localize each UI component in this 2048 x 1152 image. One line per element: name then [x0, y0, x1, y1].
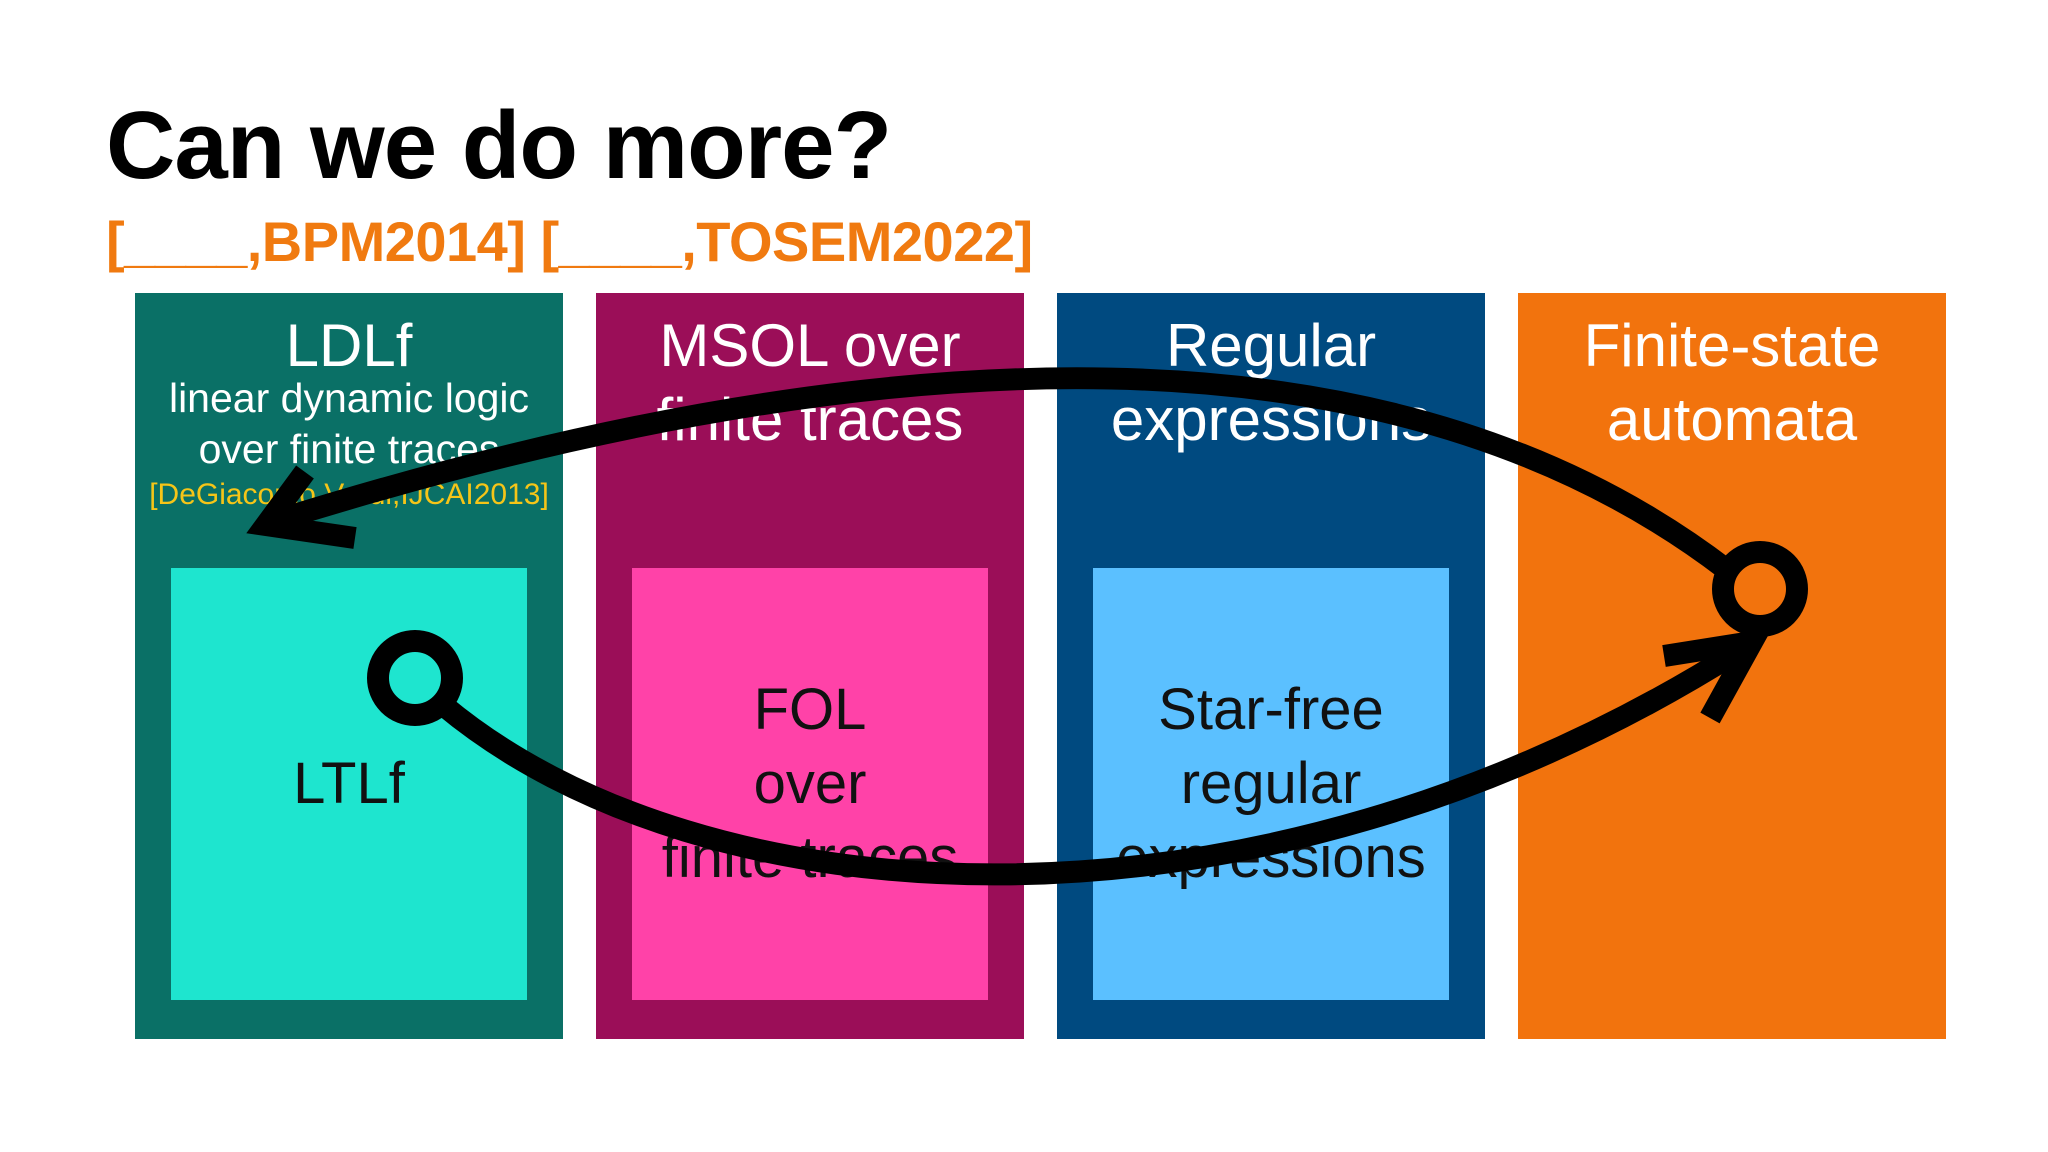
ldlf-title: LDLf — [285, 312, 413, 379]
automata-column: Finite-state automata — [1518, 293, 1946, 1039]
curved-arrow-left-icon — [246, 367, 1808, 637]
fol-label-line: FOL — [753, 677, 867, 742]
star-free-box: Star-free regular expressions — [1093, 568, 1449, 1000]
slide-title: Can we do more? — [106, 92, 892, 199]
star-free-label: Star-free regular expressions — [1116, 673, 1425, 895]
curved-arrow-right-icon — [367, 627, 1773, 886]
msol-title-line: MSOL over — [659, 312, 961, 379]
automata-title-line: Finite-state — [1583, 312, 1881, 379]
automata-title-line: automata — [1606, 386, 1858, 453]
ldlf-subtitle: linear dynamic logic over finite traces — [135, 373, 563, 475]
fol-box: FOL over finite traces — [632, 568, 988, 1000]
reference-line: [____,BPM2014] [____,TOSEM2022] — [106, 210, 1033, 273]
star-free-label-line: regular — [1180, 751, 1362, 816]
ldlf-subtitle-line: linear dynamic logic — [168, 375, 530, 421]
regex-column: Regular expressions Star-free regular ex… — [1057, 293, 1485, 1039]
star-free-label-line: Star-free — [1158, 677, 1384, 742]
ltlf-label: LTLf — [293, 751, 405, 816]
fol-label-line: over — [753, 751, 867, 816]
automata-title: Finite-state automata — [1518, 309, 1946, 457]
ldlf-column: LDLf linear dynamic logic over finite tr… — [135, 293, 563, 1039]
regex-title-line: Regular — [1165, 312, 1377, 379]
ltlf-box: LTLf — [171, 568, 527, 1000]
